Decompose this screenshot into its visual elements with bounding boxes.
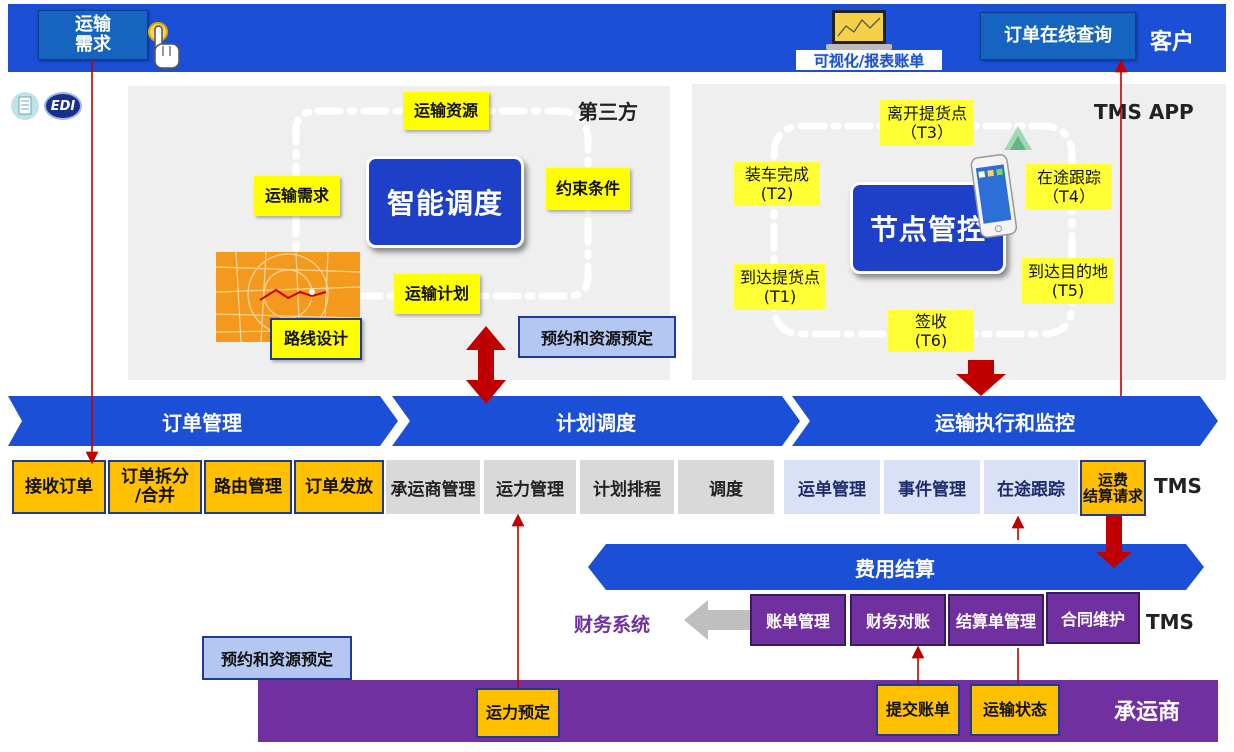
stage-execution-monitoring: 运输执行和监控 — [935, 410, 1075, 435]
carrier-label: 承运商 — [1114, 700, 1181, 725]
settlement-bar — [588, 544, 1204, 590]
settle-contract-maintenance: 合同维护 — [1046, 592, 1140, 644]
reservation-box-bottom: 预约和资源预定 — [202, 636, 352, 680]
tms-app-label: TMS APP — [1094, 100, 1194, 124]
node-constraint: 约束条件 — [546, 168, 630, 210]
node-route-design: 路线设计 — [270, 318, 362, 360]
transport-status-box: 运输状态 — [970, 684, 1060, 736]
module-receive-order: 接收订单 — [12, 460, 106, 514]
node-t5: 到达目的地 (T5) — [1022, 258, 1114, 304]
customer-label: 客户 — [1150, 30, 1195, 55]
node-t3: 离开提货点 （T3） — [880, 100, 974, 146]
node-t2: 装车完成 (T2) — [734, 162, 820, 206]
node-t1: 到达提货点 (T1) — [734, 264, 826, 310]
node-transport-resource: 运输资源 — [403, 92, 489, 130]
module-scheduling: 计划排程 — [580, 460, 674, 514]
node-t4: 在途跟踪 （T4） — [1026, 164, 1112, 210]
module-in-transit-tracking: 在途跟踪 — [984, 460, 1078, 514]
capacity-reservation-box: 运力预定 — [476, 688, 560, 738]
module-event-management: 事件管理 — [884, 460, 980, 514]
module-dispatch: 调度 — [678, 460, 774, 514]
settlement-title: 费用结算 — [855, 556, 935, 581]
laptop-icon — [826, 8, 892, 52]
node-transport-plan: 运输计划 — [394, 274, 480, 314]
finance-system-label: 财务系统 — [574, 614, 651, 636]
smart-dispatch-core: 智能调度 — [366, 156, 524, 248]
node-control-loop — [770, 122, 1076, 338]
finance-system-arrow — [684, 598, 754, 642]
stage-plan-dispatch: 计划调度 — [556, 410, 636, 435]
module-carrier-management: 承运商管理 — [386, 460, 480, 514]
settle-bill-management: 账单管理 — [750, 594, 846, 646]
reservation-box-top: 预约和资源预定 — [518, 316, 676, 358]
carrier-bar — [258, 680, 1218, 742]
module-capacity-management: 运力管理 — [484, 460, 576, 514]
node-t6: 签收 (T6) — [888, 310, 974, 352]
third-party-label: 第三方 — [578, 100, 638, 124]
stage-chevrons — [8, 396, 1218, 446]
document-icon — [10, 90, 40, 122]
node-transport-demand: 运输需求 — [254, 176, 340, 216]
hand-pointer-icon — [146, 18, 182, 74]
scheduling-loop — [292, 107, 592, 300]
settle-finance-reconcile: 财务对账 — [850, 594, 946, 646]
tms-label-bottom: TMS — [1146, 610, 1194, 634]
signal-icon — [1000, 120, 1040, 152]
module-route-management: 路由管理 — [204, 460, 292, 514]
order-online-query-button[interactable]: 订单在线查询 — [980, 12, 1136, 60]
stage-order-management: 订单管理 — [162, 410, 242, 435]
module-split-merge: 订单拆分 /合并 — [108, 460, 202, 514]
module-order-release: 订单发放 — [294, 460, 384, 514]
smartphone-icon — [970, 152, 1018, 242]
submit-bill-box: 提交账单 — [876, 684, 960, 736]
visual-report-label: 可视化/报表账单 — [796, 50, 942, 70]
transport-demand-button[interactable]: 运输 需求 — [38, 10, 148, 60]
tms-label-top: TMS — [1154, 474, 1202, 498]
module-freight-settlement-request: 运费 结算请求 — [1080, 460, 1146, 516]
module-waybill-management: 运单管理 — [784, 460, 880, 514]
settle-statement-management: 结算单管理 — [948, 594, 1044, 646]
edi-icon: EDI — [44, 92, 82, 120]
